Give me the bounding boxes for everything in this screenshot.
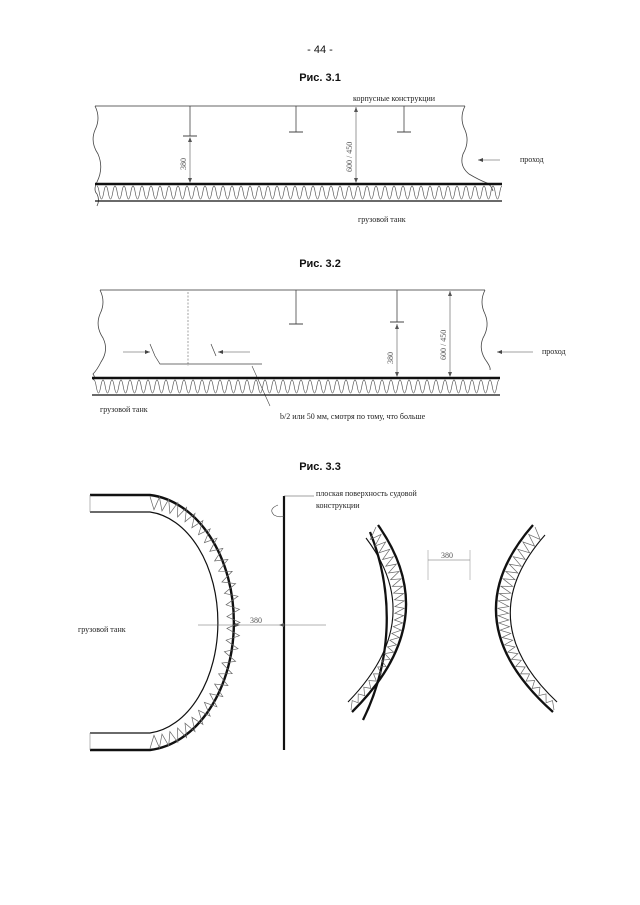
figure-3-1-diagram: 380 600 / 450 корпусные конструкции прох… (92, 94, 544, 224)
gap-arrowhead-left (145, 350, 150, 354)
break-line-left (92, 289, 106, 381)
figure-3-3-diagram: плоская поверхность судовой конструкции … (78, 489, 558, 752)
tank-section-right (494, 524, 558, 713)
label-gap-note: b/2 или 50 мм, смотря по тому, что больш… (280, 412, 426, 421)
label-flat-surface-line1: плоская поверхность судовой (316, 489, 417, 498)
figure-title-3-1: Рис. 3.1 (299, 72, 341, 84)
label-flat-surface-line2: конструкции (316, 501, 360, 510)
break-line-right (480, 289, 491, 371)
tank-wall (92, 376, 500, 396)
stiffener-2 (390, 290, 404, 323)
stiffener-1 (183, 106, 197, 137)
dimension-label-left: 380 (250, 616, 262, 625)
dimension-label-right: 380 (441, 551, 453, 560)
label-passage: проход (542, 347, 566, 356)
figure-3-2-diagram: 380 600 / 450 проход грузовой танк b/2 и… (92, 289, 566, 421)
label-cargo-tank: грузовой танк (100, 405, 148, 414)
stiffener-1 (289, 290, 303, 325)
label-hull-structures: корпусные конструкции (353, 94, 436, 103)
break-line-left (92, 105, 102, 207)
passage-arrow (478, 158, 483, 162)
label-passage: проход (520, 155, 544, 164)
dimension-label-380: 380 (386, 352, 395, 364)
gap-arrowhead-right (218, 350, 223, 354)
tank-section-left (89, 493, 241, 752)
page-number: - 44 - (307, 44, 333, 56)
figure-title-3-3: Рис. 3.3 (299, 461, 341, 473)
tank-wall (95, 182, 503, 202)
label-cargo-tank: грузовой танк (78, 625, 126, 634)
figure-title-3-2: Рис. 3.2 (299, 258, 341, 270)
dimension-label-380: 380 (179, 158, 188, 170)
break-line-right (461, 105, 494, 192)
tank-section-middle (347, 524, 408, 721)
dimension-label-600-450: 600 / 450 (439, 330, 448, 360)
stiffener-2 (289, 106, 303, 133)
dimension-arrows-380 (188, 137, 192, 183)
passage-arrow (497, 350, 502, 354)
flat-leader-hook (271, 504, 285, 518)
label-cargo-tank: грузовой танк (358, 215, 406, 224)
dimension-label-600-450: 600 / 450 (345, 142, 354, 172)
stiffener-3 (397, 106, 411, 133)
note-leader (251, 365, 271, 407)
gap-lines (149, 343, 262, 365)
